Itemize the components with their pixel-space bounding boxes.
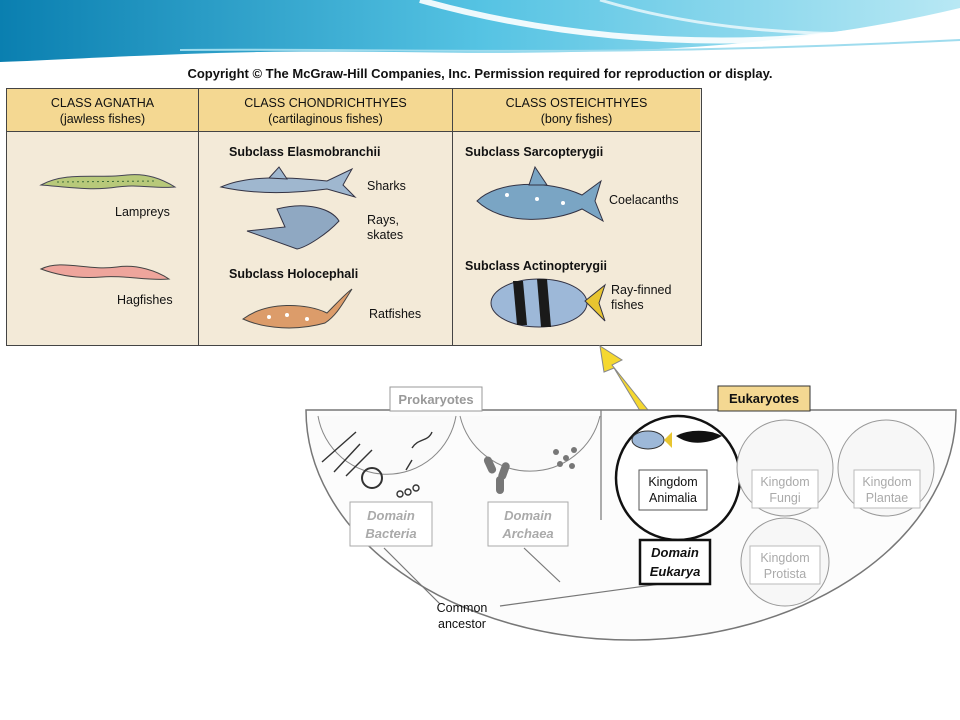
coelacanth-illustration xyxy=(476,165,604,223)
class-subtitle: (jawless fishes) xyxy=(59,112,146,126)
ray-finned-fish-illustration xyxy=(490,278,607,328)
class-title: CLASS CHONDRICHTHYES xyxy=(244,96,407,110)
kingdom-fungi-line2: Fungi xyxy=(769,491,800,505)
class-title: CLASS OSTEICHTHYES xyxy=(505,96,648,110)
shark-illustration xyxy=(219,166,357,199)
prokaryotes-box xyxy=(389,386,483,412)
ray-illustration xyxy=(246,205,340,250)
ratfish-illustration xyxy=(242,288,353,329)
kingdom-plantae-line2: Plantae xyxy=(866,491,908,505)
common-ancestor-line2: ancestor xyxy=(438,617,486,631)
lamprey-illustration xyxy=(39,174,177,190)
archaea-illustration xyxy=(483,447,577,494)
kingdom-animalia-line1: Kingdom xyxy=(648,475,697,489)
ray-finned-fishes-label: Ray-finned fishes xyxy=(611,283,672,312)
subclass-holocephali: Subclass Holocephali xyxy=(229,267,359,281)
lampreys-label: Lampreys xyxy=(115,205,170,219)
hagfishes-label: Hagfishes xyxy=(117,293,173,307)
kingdom-animalia-line2: Animalia xyxy=(649,491,697,505)
eukaryotes-box xyxy=(717,385,811,412)
domain-eukarya-line1: Domain xyxy=(651,545,699,560)
hagfish-illustration xyxy=(39,264,171,280)
subclass-sarcopterygii: Subclass Sarcopterygii xyxy=(465,145,604,159)
kingdom-fungi-line1: Kingdom xyxy=(760,475,809,489)
kingdom-protista-line2: Protista xyxy=(764,567,806,581)
domain-archaea-line2: Archaea xyxy=(501,526,553,541)
class-subtitle: (cartilaginous fishes) xyxy=(268,112,383,126)
bacteria-illustration xyxy=(321,431,433,498)
common-ancestor-line1: Common xyxy=(437,601,488,615)
domain-eukarya-line2: Eukarya xyxy=(650,564,701,579)
class-osteichthyes-header: CLASS OSTEICHTHYES (bony fishes) xyxy=(453,89,700,132)
coelacanths-label: Coelacanths xyxy=(609,193,679,207)
chondrichthyes-column xyxy=(199,132,453,345)
eukaryotes-label: Eukaryotes xyxy=(729,391,799,406)
subclass-elasmobranchii: Subclass Elasmobranchii xyxy=(229,145,381,159)
rays-skates-label: Rays, skates xyxy=(367,213,404,242)
domain-bacteria-line1: Domain xyxy=(367,508,415,523)
sharks-label: Sharks xyxy=(367,179,406,193)
class-agnatha-header: CLASS AGNATHA (jawless fishes) xyxy=(7,89,199,132)
fish-classification-table: CLASS AGNATHA (jawless fishes) CLASS CHO… xyxy=(6,88,702,346)
agnatha-column xyxy=(7,132,199,345)
fish-illustrations xyxy=(39,165,607,329)
ratfishes-label: Ratfishes xyxy=(369,307,422,321)
domain-bacteria-line2: Bacteria xyxy=(365,526,416,541)
prokaryotes-label: Prokaryotes xyxy=(398,392,473,407)
class-title: CLASS AGNATHA xyxy=(50,96,155,110)
animal-illustrations xyxy=(631,430,722,450)
copyright-notice: Copyright © The McGraw-Hill Companies, I… xyxy=(187,66,773,81)
domain-archaea-line1: Domain xyxy=(504,508,552,523)
class-subtitle: (bony fishes) xyxy=(540,112,613,126)
kingdom-plantae-line1: Kingdom xyxy=(862,475,911,489)
top-banner xyxy=(0,0,960,62)
subclass-actinopterygii: Subclass Actinopterygii xyxy=(465,259,607,273)
class-chondrichthyes-header: CLASS CHONDRICHTHYES (cartilaginous fish… xyxy=(199,89,453,132)
kingdom-protista-line1: Kingdom xyxy=(760,551,809,565)
